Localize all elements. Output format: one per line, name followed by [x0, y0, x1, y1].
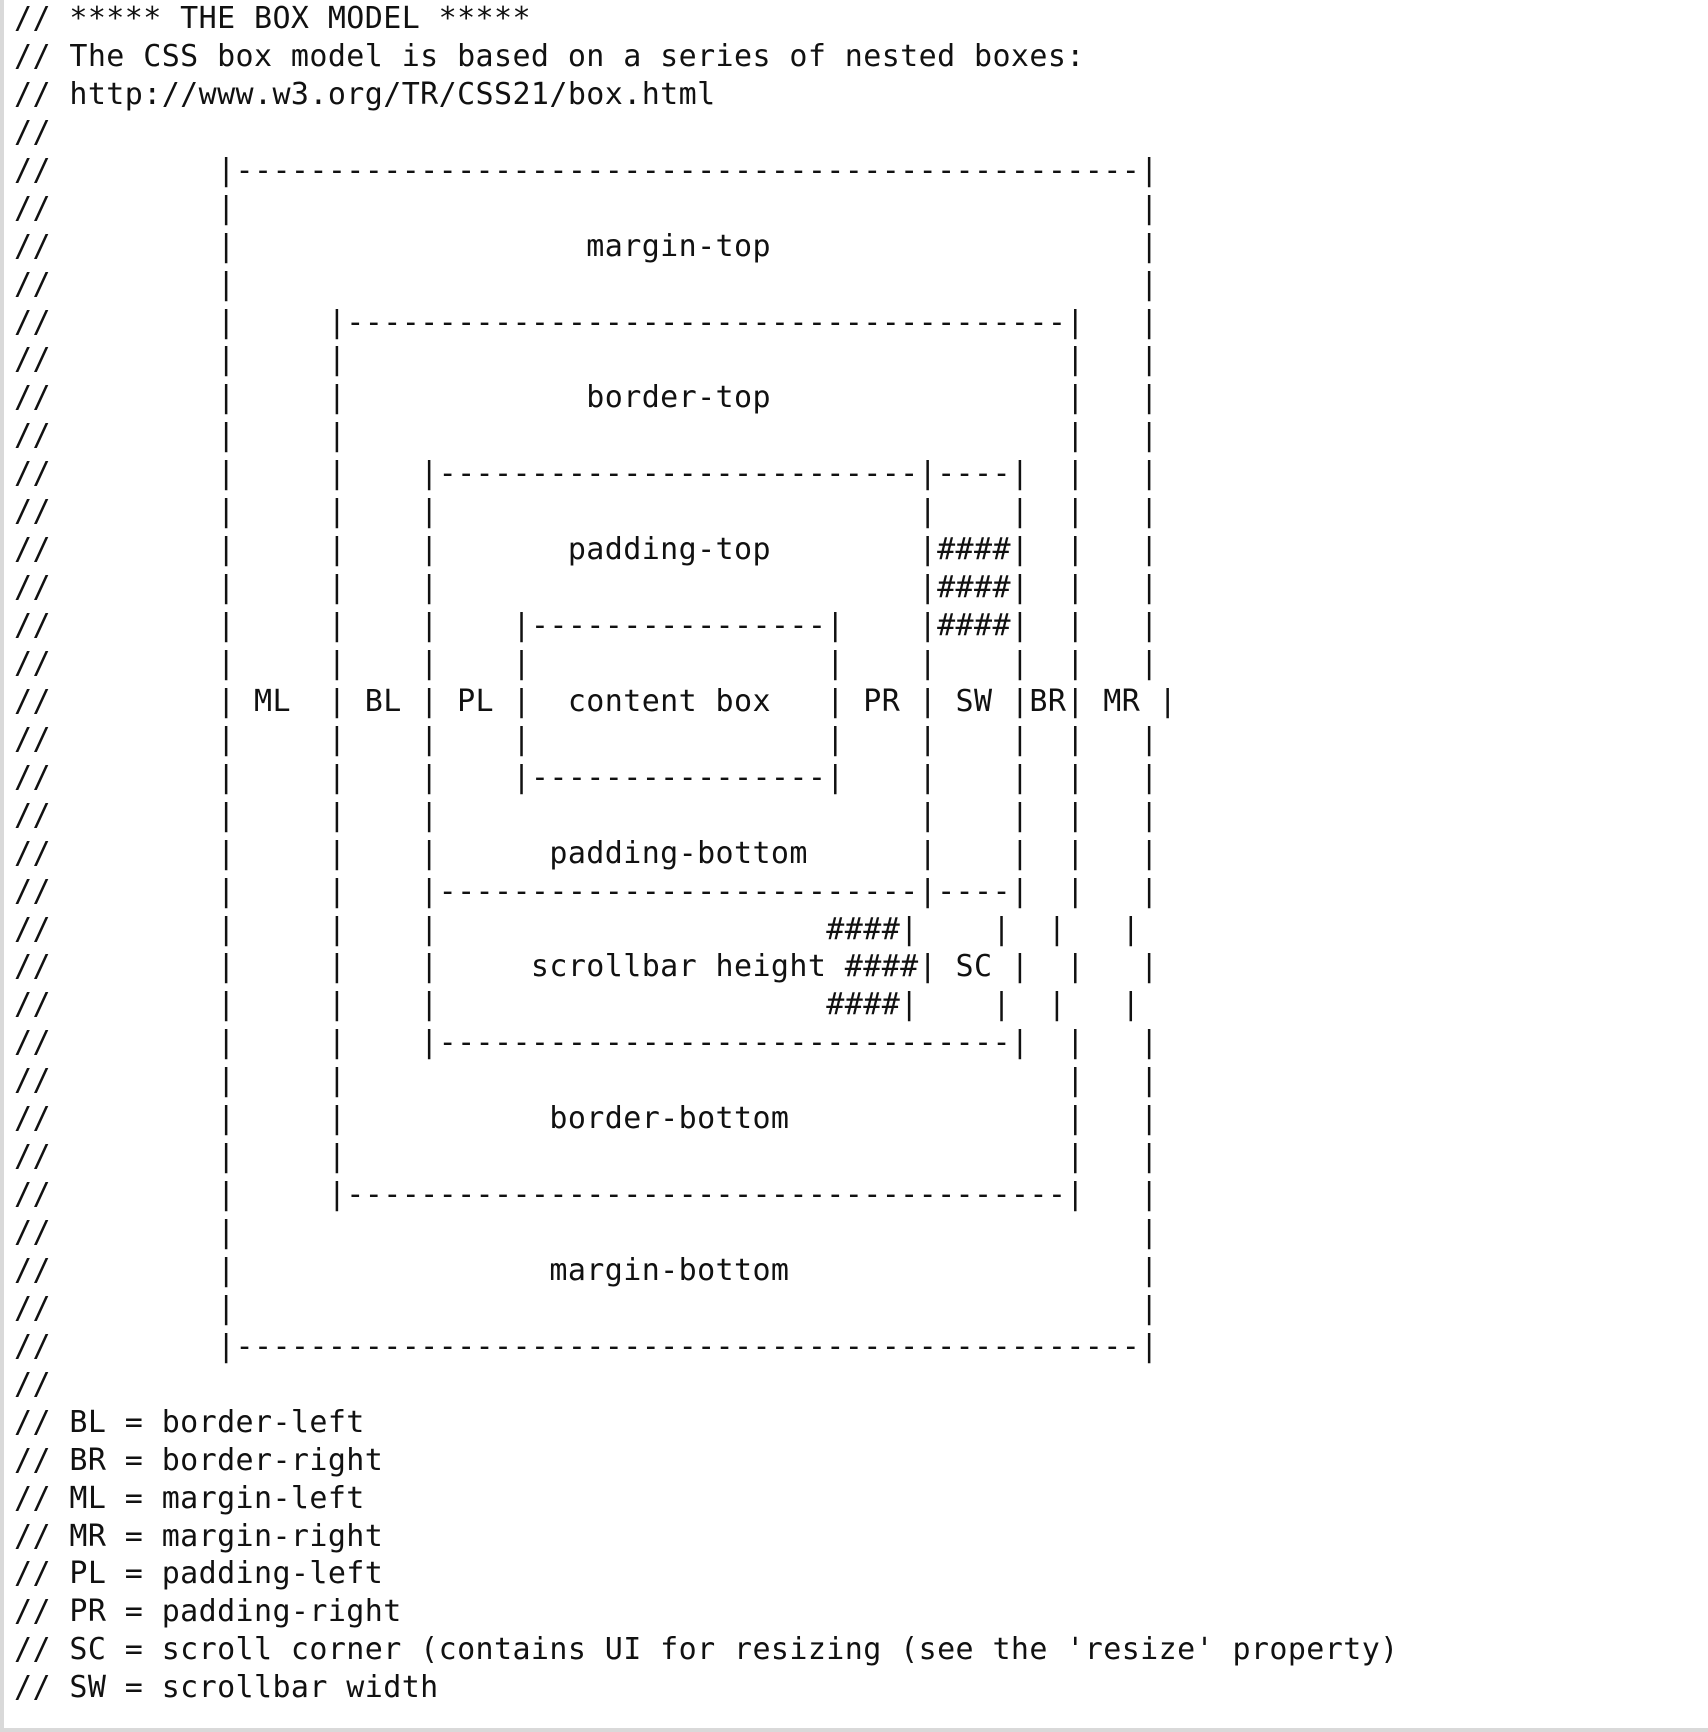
code-line: // | |: [14, 1290, 1159, 1326]
code-line: // MR = margin-right: [14, 1518, 384, 1554]
code-line: // | margin-top |: [14, 228, 1159, 264]
code-line: // | |----------------------------------…: [14, 304, 1159, 340]
code-line: //: [14, 114, 51, 150]
code-line: // | | | |: [14, 1063, 1159, 1099]
code-line: // | | | ####| | | |: [14, 911, 1141, 947]
code-line: // BL = border-left: [14, 1404, 365, 1440]
code-line: // ML = margin-left: [14, 1480, 365, 1516]
code-line: // PL = padding-left: [14, 1556, 384, 1592]
code-line: // The CSS box model is based on a serie…: [14, 38, 1085, 74]
code-line: // |------------------------------------…: [14, 152, 1159, 188]
code-line: // | | border-bottom | |: [14, 1101, 1159, 1137]
code-line: // | |: [14, 190, 1159, 226]
code-line: // | |: [14, 266, 1159, 302]
code-line: // | | | | | | |: [14, 494, 1159, 530]
code-line: // SC = scroll corner (contains UI for r…: [14, 1632, 1399, 1668]
code-line: // | | | | | | | | |: [14, 645, 1159, 681]
code-line: // ***** THE BOX MODEL *****: [14, 1, 531, 36]
code-line: // | | | | | | |: [14, 797, 1159, 833]
code-line: // | |----------------------------------…: [14, 1177, 1159, 1213]
code-line: // | |: [14, 1215, 1159, 1250]
code-line: //: [14, 1366, 51, 1402]
code-line: // | | | |: [14, 342, 1159, 378]
code-line: // PR = padding-right: [14, 1594, 402, 1630]
code-line: // http://www.w3.org/TR/CSS21/box.html: [14, 76, 716, 112]
code-line: // | | | |: [14, 1139, 1159, 1175]
code-line: // | | | ####| | | |: [14, 987, 1141, 1023]
code-line: // | | | |####| | |: [14, 570, 1159, 606]
code-line: // |------------------------------------…: [14, 1328, 1159, 1364]
code-line: // | | border-top | |: [14, 380, 1159, 416]
code-line: // | margin-bottom |: [14, 1252, 1159, 1288]
code-line: // BR = border-right: [14, 1442, 384, 1478]
code-line: // | | |--------------------------|----|…: [14, 456, 1159, 492]
code-block: // ***** THE BOX MODEL *****// The CSS b…: [14, 0, 1399, 1707]
code-line: // | | | |----------------| |####| | |: [14, 608, 1159, 643]
code-line: // | | | |: [14, 418, 1159, 454]
code-line: // | | | padding-top |####| | |: [14, 532, 1159, 568]
code-line: // | ML | BL | PL | content box | PR | S…: [14, 683, 1178, 719]
code-line: // | | | scrollbar height ####| SC | | |: [14, 949, 1159, 985]
code-line: // | | |-------------------------------|…: [14, 1025, 1159, 1061]
code-line: // | | | |----------------| | | | |: [14, 759, 1159, 795]
code-line: // SW = scrollbar width: [14, 1670, 439, 1706]
code-line: // | | |--------------------------|----|…: [14, 873, 1159, 909]
code-line: // | | | padding-bottom | | | |: [14, 835, 1159, 871]
code-line: // | | | | | | | | |: [14, 721, 1159, 757]
